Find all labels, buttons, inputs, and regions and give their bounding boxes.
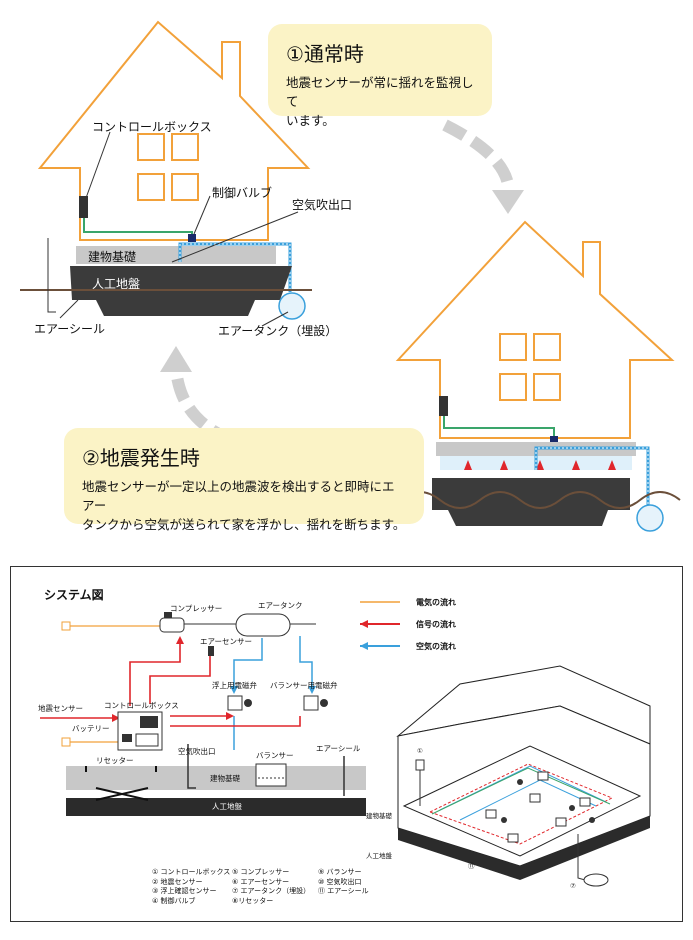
list-item: ⑪ エアーシール <box>318 887 369 895</box>
balancer-valve <box>303 695 328 711</box>
balancer <box>255 763 287 787</box>
float-valve <box>227 695 252 711</box>
control-valve <box>188 234 196 242</box>
list-item: ① コントロールボックス <box>152 868 231 876</box>
system-diagram <box>40 601 651 887</box>
iso-label-n11: ⑪ <box>468 862 475 870</box>
windows <box>137 133 199 201</box>
label-control-valve: 制御バルブ <box>212 186 273 200</box>
resetter <box>85 766 157 801</box>
label-balancer-valve: バランサー用電磁弁 <box>270 681 338 690</box>
iso-label-foundation: 建物基礎 <box>366 812 392 820</box>
note-normal-text-2: います。 <box>286 113 335 128</box>
artificial-ground <box>66 798 366 816</box>
iso-label-n1: ① <box>417 747 423 755</box>
list-item: ⑤ コンプレッサー <box>232 868 290 876</box>
iso-label-ground: 人工地盤 <box>366 852 392 860</box>
cycle-arrow-bottom <box>160 346 235 446</box>
iso-label-n7: ⑦ <box>570 882 576 890</box>
label-air-sensor: エアーセンサー <box>200 637 253 646</box>
label-air-tank: エアータンク（埋設） <box>218 324 338 338</box>
label-resetter: リセッター <box>96 756 134 765</box>
label-air-tank-sys: エアータンク <box>258 601 303 610</box>
plug-icons <box>61 621 71 747</box>
note-normal: ①通常時 地震センサーが常に揺れを監視して います。 <box>268 24 492 128</box>
numbered-list-col3: ⑨ バランサー ⑩ 空気吹出口 ⑪ エアーシール <box>318 868 369 897</box>
label-control-box-sys: コントロールボックス <box>104 701 179 710</box>
note-quake-text-2: タンクから空気が送られて家を浮かし、揺れを断ちます。 <box>82 517 406 532</box>
cycle-arrow-top <box>442 119 524 214</box>
air-sensor <box>208 646 214 656</box>
legend-lines <box>360 601 400 650</box>
windows <box>499 333 561 401</box>
list-item: ⑧リセッター <box>232 896 274 905</box>
label-air-seal-sys: エアーシール <box>316 744 361 753</box>
label-compressor: コンプレッサー <box>170 604 223 613</box>
house-quake <box>395 220 681 532</box>
numbered-list-col1: ① コントロールボックス ② 地震センサー ③ 浮上確認センサー ④ 制御バルブ <box>152 868 230 906</box>
label-seismic-sensor: 地震センサー <box>38 704 83 713</box>
label-foundation-sys: 建物基礎 <box>210 774 240 783</box>
house-normal <box>20 20 312 327</box>
note-normal-title: ①通常時 <box>286 42 364 66</box>
list-item: ④ 制御バルブ <box>152 896 196 905</box>
label-ground-sys: 人工地盤 <box>212 802 242 811</box>
system-title: システム図 <box>44 588 104 602</box>
control-box <box>79 196 88 218</box>
legend-air: 空気の流れ <box>416 642 456 651</box>
air-tank <box>278 292 306 320</box>
label-control-box: コントロールボックス <box>92 120 212 134</box>
list-item: ⑨ バランサー <box>318 868 362 876</box>
label-float-valve: 浮上用電磁弁 <box>212 681 257 690</box>
note-quake: ②地震発生時 地震センサーが一定以上の地震波を検出すると即時にエアー タンクから… <box>64 428 424 532</box>
note-quake-text-1: 地震センサーが一定以上の地震波を検出すると即時にエアー <box>82 479 395 513</box>
control-box <box>117 711 163 751</box>
list-item: ⑩ 空気吹出口 <box>318 877 362 886</box>
compressor <box>159 612 236 633</box>
note-quake-title: ②地震発生時 <box>82 446 200 470</box>
label-balancer: バランサー <box>256 751 294 760</box>
list-item: ⑥ エアーセンサー <box>232 877 290 886</box>
list-item: ② 地震センサー <box>152 877 203 886</box>
label-artificial-ground: 人工地盤 <box>92 277 141 291</box>
label-air-outlet-sys: 空気吹出口 <box>178 747 216 756</box>
list-item: ⑦ エアータンク（埋設） <box>232 887 311 895</box>
control-box <box>439 396 448 416</box>
top-diagram <box>20 20 681 532</box>
label-air-outlet: 空気吹出口 <box>292 198 353 212</box>
label-building-foundation: 建物基礎 <box>88 250 137 264</box>
system-diagram-frame <box>10 566 683 922</box>
foundation <box>66 766 366 790</box>
label-battery: バッテリー <box>72 724 110 733</box>
foundation <box>76 246 276 264</box>
legend-signal: 信号の流れ <box>416 620 456 629</box>
legend-electric: 電気の流れ <box>416 598 456 607</box>
note-normal-text-1: 地震センサーが常に揺れを監視して <box>286 75 474 109</box>
label-air-seal: エアーシール <box>34 322 106 336</box>
control-valve <box>550 436 558 444</box>
numbered-list-col2: ⑤ コンプレッサー ⑥ エアーセンサー ⑦ エアータンク（埋設） ⑧リセッター <box>232 868 310 906</box>
list-item: ③ 浮上確認センサー <box>152 887 217 895</box>
iso-drawing <box>396 665 651 887</box>
air-tank <box>235 613 316 637</box>
